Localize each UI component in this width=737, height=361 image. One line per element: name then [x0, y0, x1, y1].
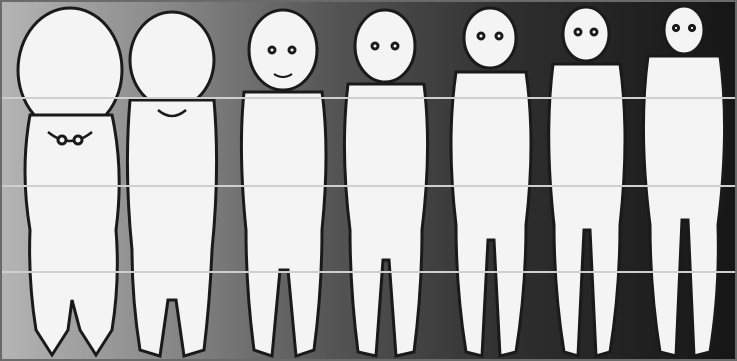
figure-fetus-2-months [18, 8, 122, 355]
